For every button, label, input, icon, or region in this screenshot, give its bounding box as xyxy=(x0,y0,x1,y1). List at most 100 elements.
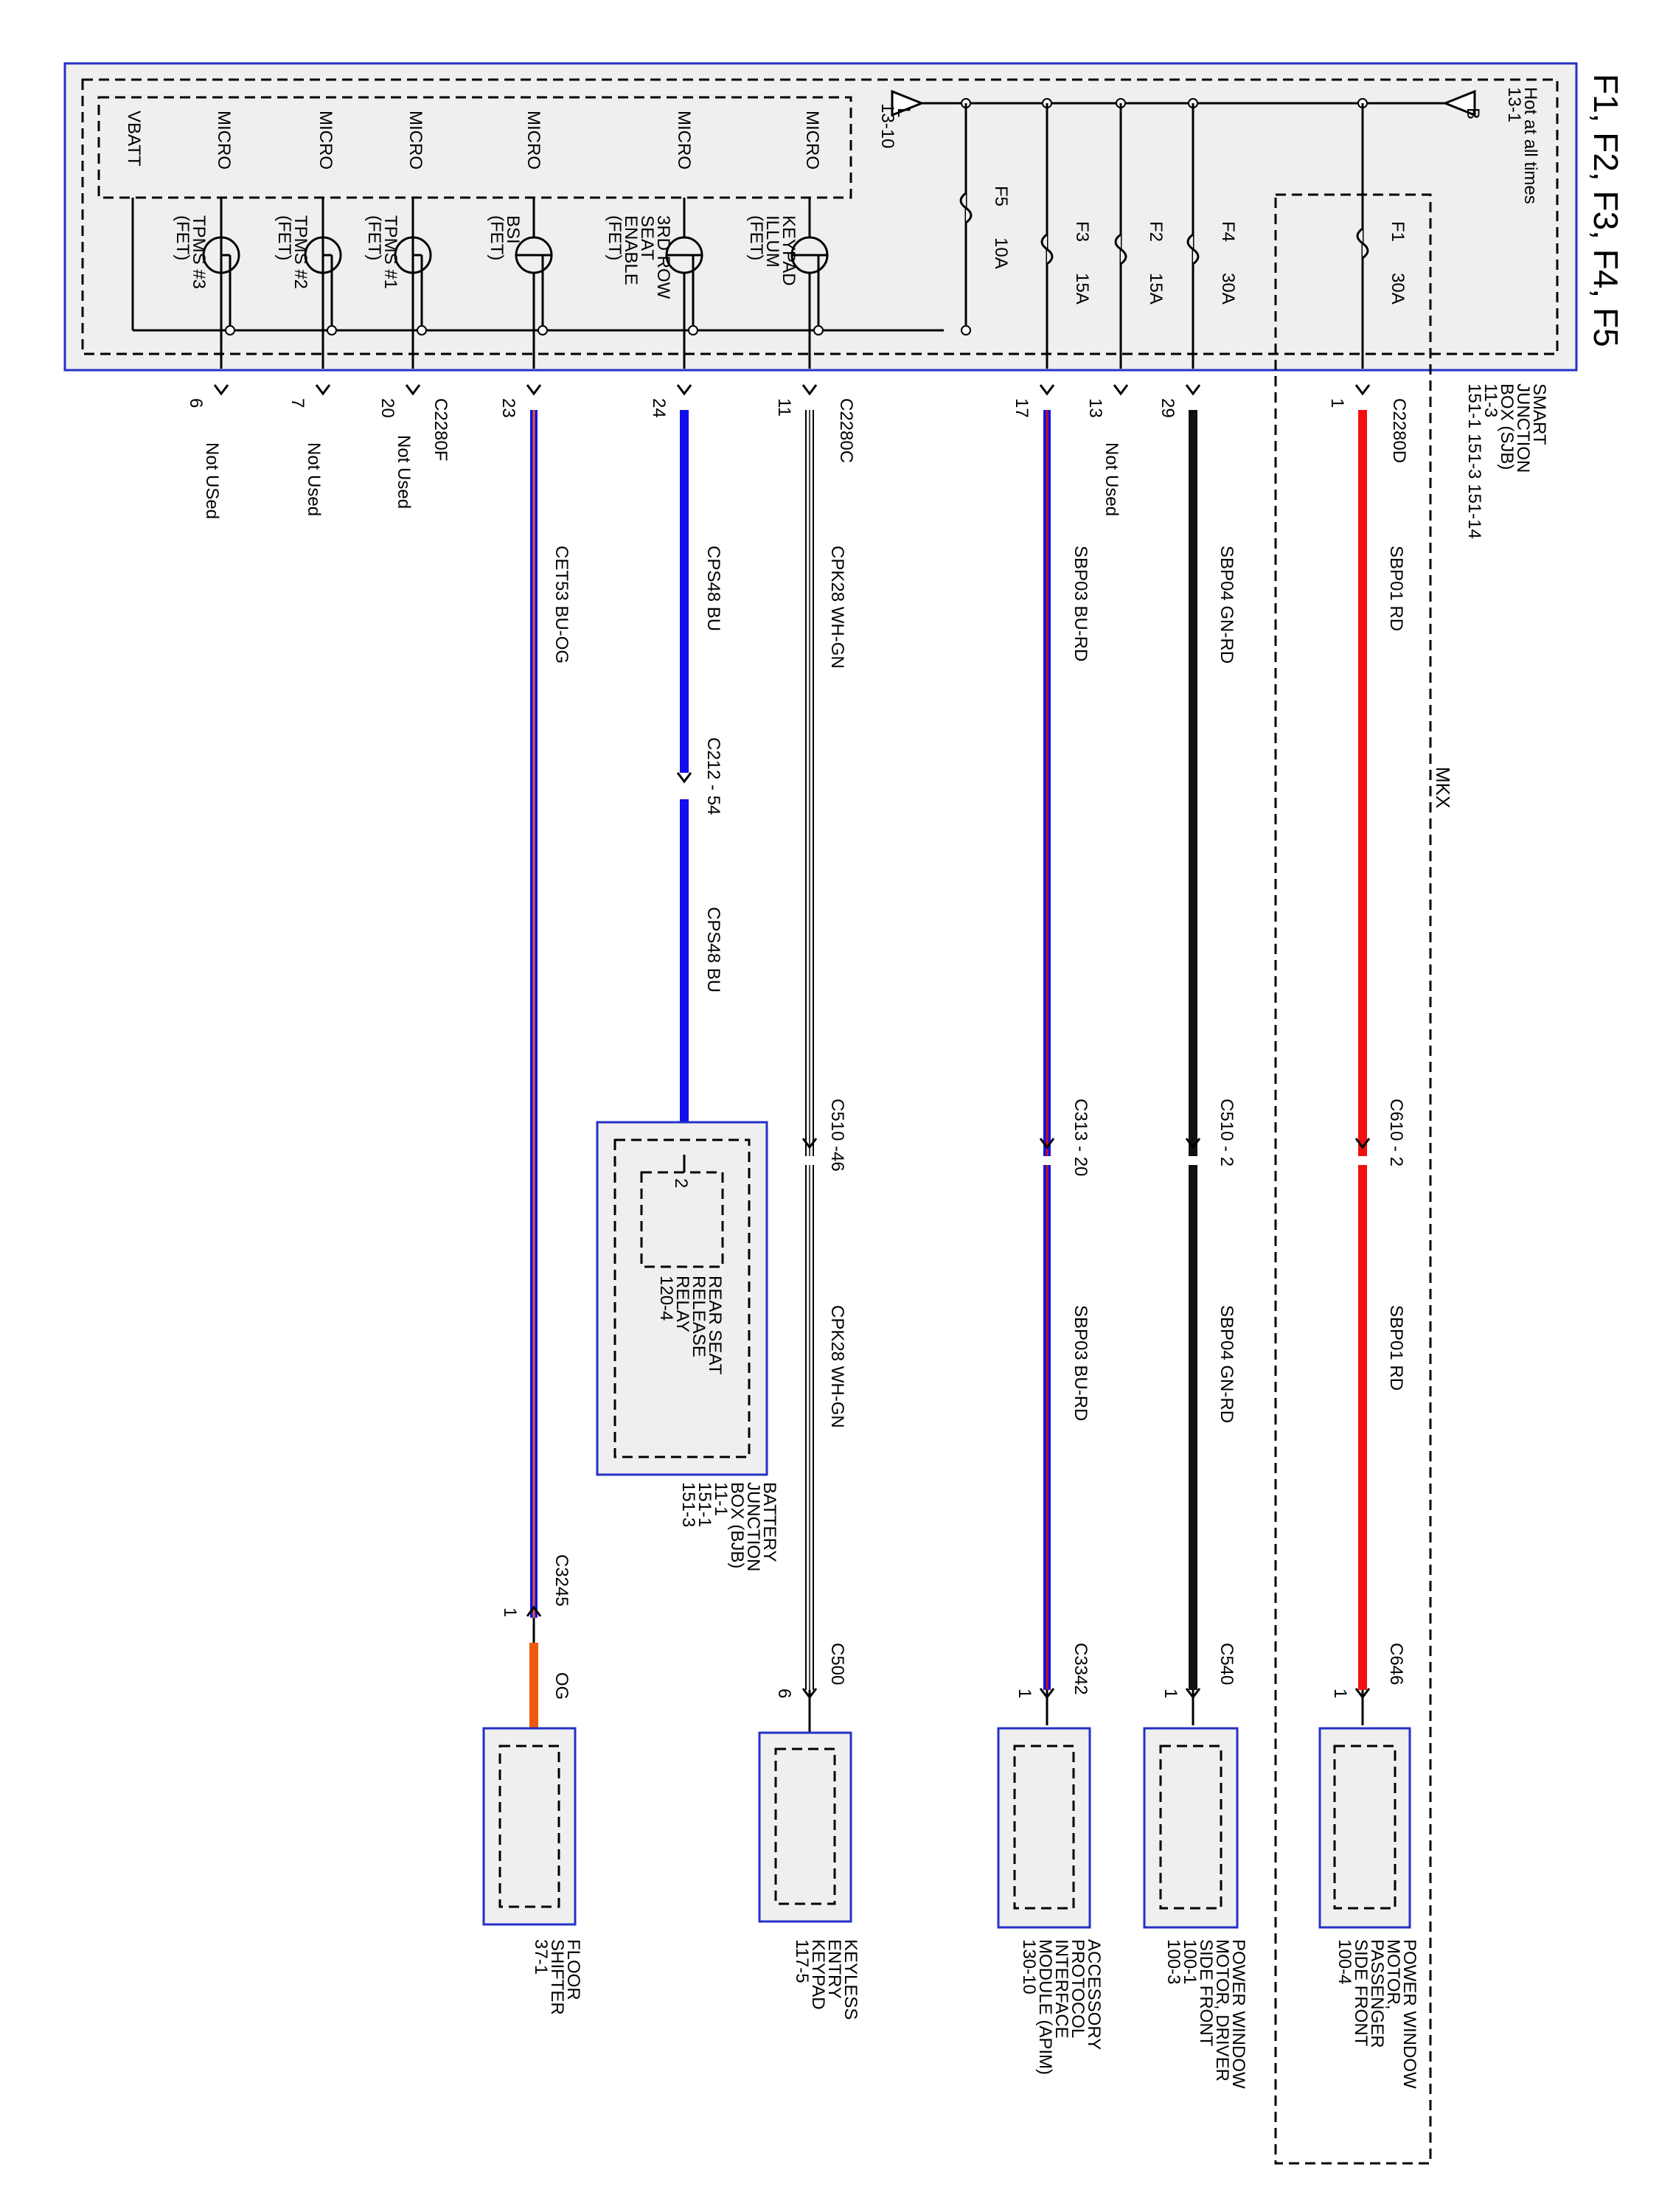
svg-text:15A: 15A xyxy=(1146,273,1166,305)
svg-text:151-1 151-3 151-14: 151-1 151-3 151-14 xyxy=(1464,383,1484,539)
svg-text:POWER WINDOW: POWER WINDOW xyxy=(1399,1939,1419,2089)
svg-text:11-3: 11-3 xyxy=(1481,383,1500,417)
svg-text:KEYPAD: KEYPAD xyxy=(808,1939,828,2010)
svg-text:Hot at all times: Hot at all times xyxy=(1520,87,1540,204)
svg-text:MOTOR, DRIVER: MOTOR, DRIVER xyxy=(1212,1939,1232,2081)
wire-cpk28: CPK28 WH-GN CPK28 WH-GN C510 -46 C500 6 xyxy=(774,410,847,1746)
out-triangle: L 13-10 xyxy=(877,89,925,148)
svg-text:RELAY: RELAY xyxy=(672,1276,692,1332)
svg-text:SBP01 RD: SBP01 RD xyxy=(1386,1305,1406,1391)
svg-text:(FET): (FET) xyxy=(746,215,766,260)
svg-text:Not Used: Not Used xyxy=(1102,442,1121,516)
svg-text:TPMS #2: TPMS #2 xyxy=(291,215,310,289)
svg-text:FLOOR: FLOOR xyxy=(563,1939,583,2000)
pin-numbers: 1 29 13 17 11 24 23 20 7 6 xyxy=(186,398,1347,418)
svg-text:JUNCTION: JUNCTION xyxy=(743,1482,763,1571)
fuse-f3: F3 15A xyxy=(1040,103,1092,369)
svg-text:120-4: 120-4 xyxy=(656,1276,676,1321)
svg-text:BATTERY: BATTERY xyxy=(759,1482,779,1562)
svg-text:13-1: 13-1 xyxy=(1504,87,1524,122)
svg-text:3RD ROW: 3RD ROW xyxy=(653,215,673,299)
svg-text:SBP03 BU-RD: SBP03 BU-RD xyxy=(1071,1305,1091,1421)
svg-text:SBP04 GN-RD: SBP04 GN-RD xyxy=(1217,546,1237,664)
svg-text:(FET): (FET) xyxy=(173,215,192,260)
component-keyless-entry-keypad: KEYLESS ENTRY KEYPAD 117-5 xyxy=(758,1731,860,2020)
svg-text:JUNCTION: JUNCTION xyxy=(1513,383,1533,473)
svg-text:CPK28 WH-GN: CPK28 WH-GN xyxy=(827,1305,847,1428)
svg-text:20: 20 xyxy=(378,398,397,418)
svg-text:C646: C646 xyxy=(1386,1643,1406,1685)
svg-text:TPMS #1: TPMS #1 xyxy=(380,215,400,289)
svg-text:13: 13 xyxy=(1085,398,1105,418)
svg-text:C313 - 20: C313 - 20 xyxy=(1071,1099,1091,1176)
svg-text:C3245: C3245 xyxy=(552,1554,571,1607)
svg-text:B: B xyxy=(1463,108,1483,119)
mkx-label: MKX xyxy=(1432,767,1454,808)
svg-text:Not USed: Not USed xyxy=(202,442,222,519)
component-apim: ACCESSORY PROTOCOL INTERFACE MODULE (API… xyxy=(997,1727,1104,2075)
page-title: F1, F2, F3, F4, F5 xyxy=(1587,74,1625,347)
svg-text:C500: C500 xyxy=(827,1643,847,1685)
svg-text:C3342: C3342 xyxy=(1071,1643,1091,1695)
svg-text:F2: F2 xyxy=(1146,221,1166,242)
svg-text:MOTOR,: MOTOR, xyxy=(1383,1939,1403,2010)
svg-text:2: 2 xyxy=(671,1178,691,1188)
wire-cps48: CPS48 BU CPS48 BU C212 - 54 xyxy=(676,410,723,1155)
svg-text:POWER WINDOW: POWER WINDOW xyxy=(1228,1939,1248,2089)
svg-text:L: L xyxy=(894,108,914,117)
svg-text:100-3: 100-3 xyxy=(1164,1939,1183,1984)
svg-text:PASSENGER: PASSENGER xyxy=(1367,1939,1387,2048)
svg-text:11-1: 11-1 xyxy=(711,1482,731,1516)
fet-tpms3: MICRO TPMS #3 (FET) xyxy=(173,111,240,369)
svg-text:30A: 30A xyxy=(1388,273,1408,305)
svg-text:KEYLESS: KEYLESS xyxy=(841,1939,860,2020)
svg-text:15A: 15A xyxy=(1072,273,1092,305)
mkx-region xyxy=(1274,193,1432,2165)
svg-text:SMART: SMART xyxy=(1529,383,1549,445)
svg-text:(FET): (FET) xyxy=(487,215,507,260)
svg-text:(FET): (FET) xyxy=(605,215,625,260)
pin-arrows xyxy=(213,383,1371,395)
fuse-f4: F4 30A xyxy=(1186,103,1238,369)
svg-text:BOX (SJB): BOX (SJB) xyxy=(1497,383,1517,470)
svg-text:13-10: 13-10 xyxy=(877,103,897,148)
svg-text:100-1: 100-1 xyxy=(1180,1939,1200,1984)
fuse-f1: F1 30A xyxy=(1356,103,1408,369)
svg-text:MICRO: MICRO xyxy=(674,111,694,170)
battery-junction-box: 2 REAR SEAT RELEASE RELAY 120-4 BATTERY … xyxy=(596,1121,779,1571)
svg-text:7: 7 xyxy=(288,398,307,408)
svg-text:SEAT: SEAT xyxy=(637,215,657,260)
svg-text:CPS48 BU: CPS48 BU xyxy=(703,907,723,992)
vbatt: VBATT xyxy=(124,111,144,330)
svg-text:117-5: 117-5 xyxy=(792,1939,812,1983)
svg-text:Not Used: Not Used xyxy=(304,442,324,516)
wire-sbp04: SBP04 GN-RD SBP04 GN-RD C510 - 2 C540 1 xyxy=(1161,410,1237,1725)
svg-text:29: 29 xyxy=(1158,398,1178,418)
svg-text:C610 - 2: C610 - 2 xyxy=(1386,1099,1406,1166)
svg-text:C2280F: C2280F xyxy=(431,398,451,461)
svg-text:MICRO: MICRO xyxy=(214,111,234,170)
svg-text:ENTRY: ENTRY xyxy=(824,1939,844,1999)
fuse-f5: F5 10A xyxy=(959,103,1011,335)
component-power-window-passenger: POWER WINDOW MOTOR, PASSENGER SIDE FRONT… xyxy=(1318,1727,1419,2089)
svg-text:C540: C540 xyxy=(1217,1643,1237,1685)
svg-text:F3: F3 xyxy=(1072,221,1092,242)
svg-text:C2280C: C2280C xyxy=(836,398,856,463)
svg-text:BSI: BSI xyxy=(503,215,523,244)
hot-label: Hot at all times 13-1 xyxy=(1504,87,1540,204)
svg-text:30A: 30A xyxy=(1218,273,1238,305)
sjb-label: SMART JUNCTION BOX (SJB) 11-3 151-1 151-… xyxy=(1464,383,1549,539)
svg-text:151-1: 151-1 xyxy=(695,1482,714,1527)
svg-text:TPMS #3: TPMS #3 xyxy=(189,215,209,289)
svg-text:1: 1 xyxy=(1327,398,1347,408)
svg-text:24: 24 xyxy=(649,398,669,418)
svg-text:MICRO: MICRO xyxy=(802,111,822,170)
smart-junction-box xyxy=(63,62,1578,372)
svg-text:1: 1 xyxy=(1015,1688,1034,1698)
svg-text:1: 1 xyxy=(1161,1688,1180,1698)
svg-text:REAR SEAT: REAR SEAT xyxy=(705,1276,725,1375)
svg-text:PROTOCOL: PROTOCOL xyxy=(1068,1939,1088,2038)
svg-text:(FET): (FET) xyxy=(364,215,384,260)
not-used-labels: Not Used Not Used Not Used Not USed xyxy=(202,435,1121,519)
